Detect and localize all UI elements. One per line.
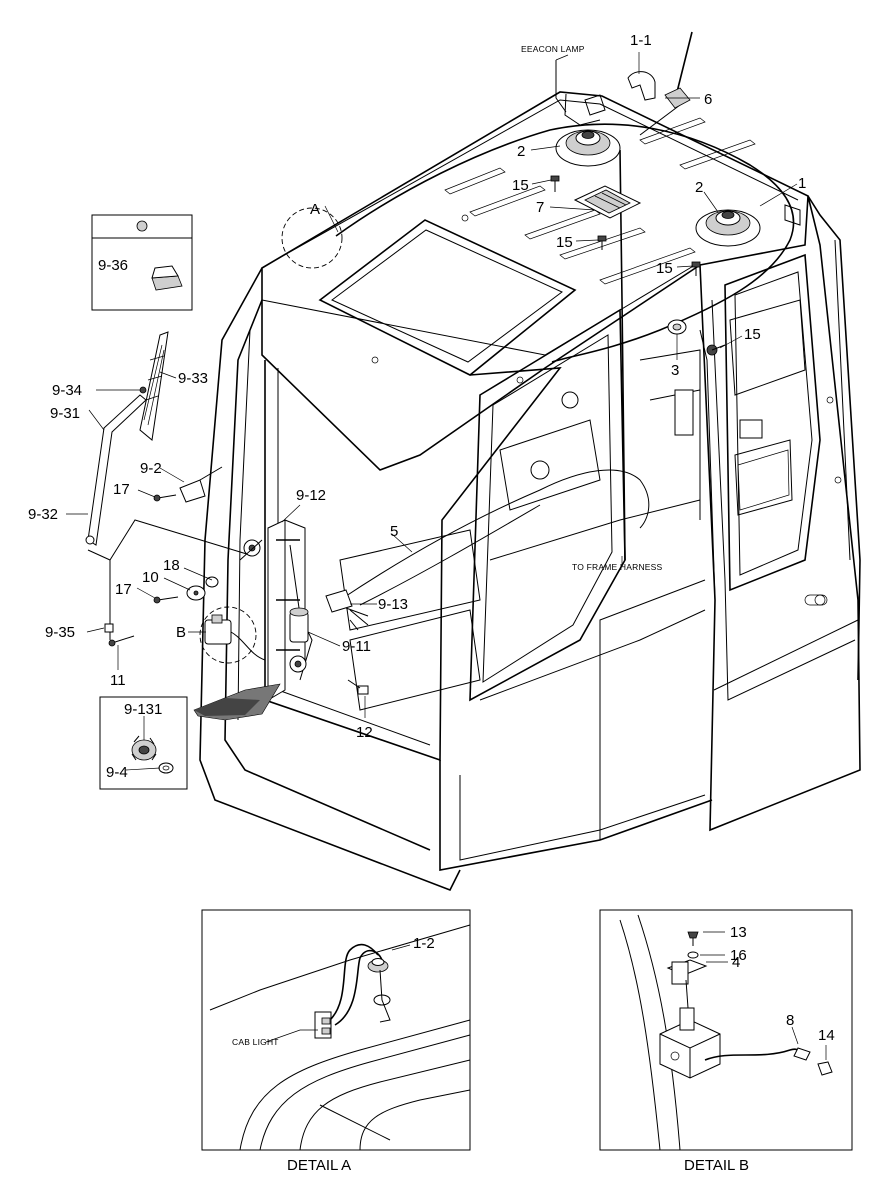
callout-8: 8 [786,1012,794,1029]
screw-15-d [706,344,726,356]
callout-9-36: 9-36 [98,257,128,274]
callout-9-31: 9-31 [50,405,80,422]
callout-9-34: 9-34 [52,382,82,399]
wiper-motor [289,607,309,673]
screw-17-b [153,596,179,604]
callout-6: 6 [704,91,712,108]
callout-15-a: 15 [512,177,529,194]
callout-11: 11 [110,672,126,689]
callout-5: 5 [390,523,398,540]
screw-15-a [550,175,560,192]
detail-a-box [201,909,471,1151]
callout-12: 12 [356,724,373,741]
caption-detail-b: DETAIL B [684,1157,749,1174]
detail-b-box [599,909,853,1151]
note-cab-light: CAB LIGHT [232,1037,279,1047]
nut-9-35 [104,623,114,633]
callout-9-13: 9-13 [378,596,408,613]
callout-B: B [176,624,186,641]
callout-labels: 1-1 6 2 15 7 2 1 15 15 15 3 A 9-36 9-34 … [28,32,835,1044]
callout-17-a: 17 [113,481,130,498]
callout-9-33: 9-33 [178,370,208,387]
callout-1: 1 [798,175,806,192]
wiper-linkage [87,519,251,640]
screw-17-a [153,494,177,502]
callout-16: 16 [730,947,747,964]
callout-1-1: 1-1 [630,32,652,49]
screw-15-b [597,235,607,250]
callout-10: 10 [142,569,159,586]
inset-box-9-36 [91,214,193,311]
callout-9-131: 9-131 [124,701,162,718]
bolt-12 [347,679,369,695]
cab-body [199,91,861,892]
antenna-cap [627,71,656,101]
callout-9-2: 9-2 [140,460,162,477]
wiper-cover [179,466,223,503]
callout-4: 4 [732,954,740,971]
callout-9-32: 9-32 [28,506,58,523]
callout-7: 7 [536,199,544,216]
callout-17-b: 17 [115,581,132,598]
callout-15-b: 15 [556,234,573,251]
note-beacon-lamp: EEACON LAMP [521,44,585,54]
wiper-arm [85,394,147,546]
leader-lines [66,52,798,771]
pin-11 [108,635,135,647]
screw-15-c [691,261,701,276]
view-arrow-shade [194,698,260,716]
seal-18 [205,576,219,588]
note-to-frame-harness: TO FRAME HARNESS [572,562,663,572]
detail-a-marker [281,207,343,269]
caption-detail-a: DETAIL A [287,1157,351,1174]
blade-clip [139,386,147,394]
callout-18: 18 [163,557,180,574]
wiper-controller [325,589,369,631]
callout-9-12: 9-12 [296,487,326,504]
grommet [667,319,687,335]
speaker-right [695,209,761,247]
callout-15-d: 15 [744,326,761,343]
callout-9-11: 9-11 [342,638,371,655]
callout-9-4: 9-4 [106,764,128,781]
washer-10 [186,585,206,601]
detail-b-marker [199,606,257,664]
speaker-left [555,129,621,167]
callout-2-right: 2 [695,179,703,196]
callout-3: 3 [671,362,679,379]
room-lamp [573,185,642,219]
wiper-blade [139,331,169,441]
callout-9-35: 9-35 [45,624,75,641]
callout-13: 13 [730,924,747,941]
inset-box-9-131 [99,696,188,790]
callout-1-2: 1-2 [413,935,435,952]
callout-A: A [310,201,320,218]
antenna [664,31,693,109]
callout-14: 14 [818,1027,835,1044]
callout-15-c: 15 [656,260,673,277]
callout-2-left: 2 [517,143,525,160]
